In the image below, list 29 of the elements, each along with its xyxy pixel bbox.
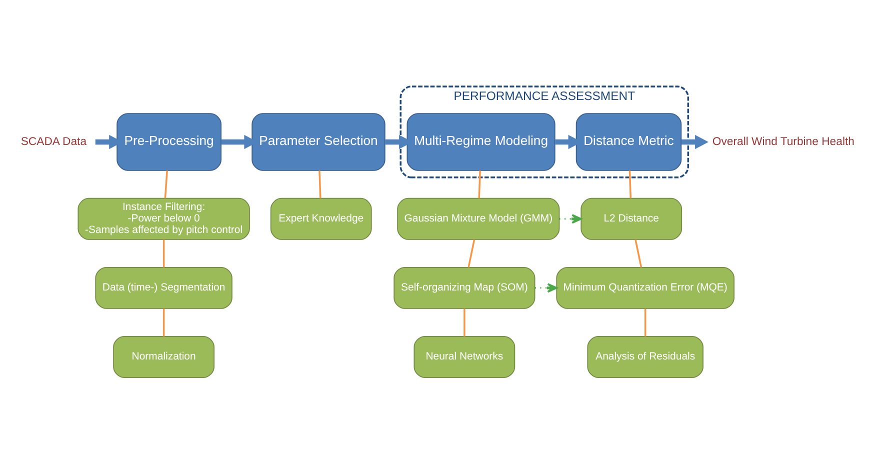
node-box: Minimum Quantization Error (MQE) <box>556 266 734 309</box>
node-box: Distance Metric <box>576 113 682 171</box>
node-box: Self-organizing Map (SOM) <box>394 266 536 309</box>
node-box: Multi-Regime Modeling <box>406 113 556 171</box>
node-text: Overall Wind Turbine Health <box>712 136 854 148</box>
node-box: Neural Networks <box>414 336 516 378</box>
connector <box>164 170 168 198</box>
connector <box>318 170 322 198</box>
node-box: Analysis of Residuals <box>587 336 704 378</box>
arrow <box>535 283 558 293</box>
connector <box>478 170 481 198</box>
node-text: SCADA Data <box>20 136 87 148</box>
arrow <box>681 134 708 150</box>
node-box: Data (time-) Segmentation <box>95 266 232 309</box>
connector <box>634 239 642 268</box>
connector <box>162 308 165 336</box>
node-box: Parameter Selection <box>252 113 386 171</box>
node-box: Gaussian Mixture Model (GMM) <box>397 198 560 240</box>
node-box: Pre-Processing <box>116 113 222 171</box>
connector <box>162 240 165 268</box>
node-box: L2 Distance <box>580 198 682 240</box>
connector <box>644 308 646 336</box>
connector <box>464 308 466 336</box>
arrow <box>559 214 582 224</box>
node-box: Instance Filtering: -Power below 0 -Samples affected by pitch control <box>78 198 250 240</box>
node-box: Expert Knowledge <box>270 198 372 240</box>
connector <box>468 239 476 268</box>
node-box: Normalization <box>113 336 214 378</box>
connector <box>628 170 632 198</box>
